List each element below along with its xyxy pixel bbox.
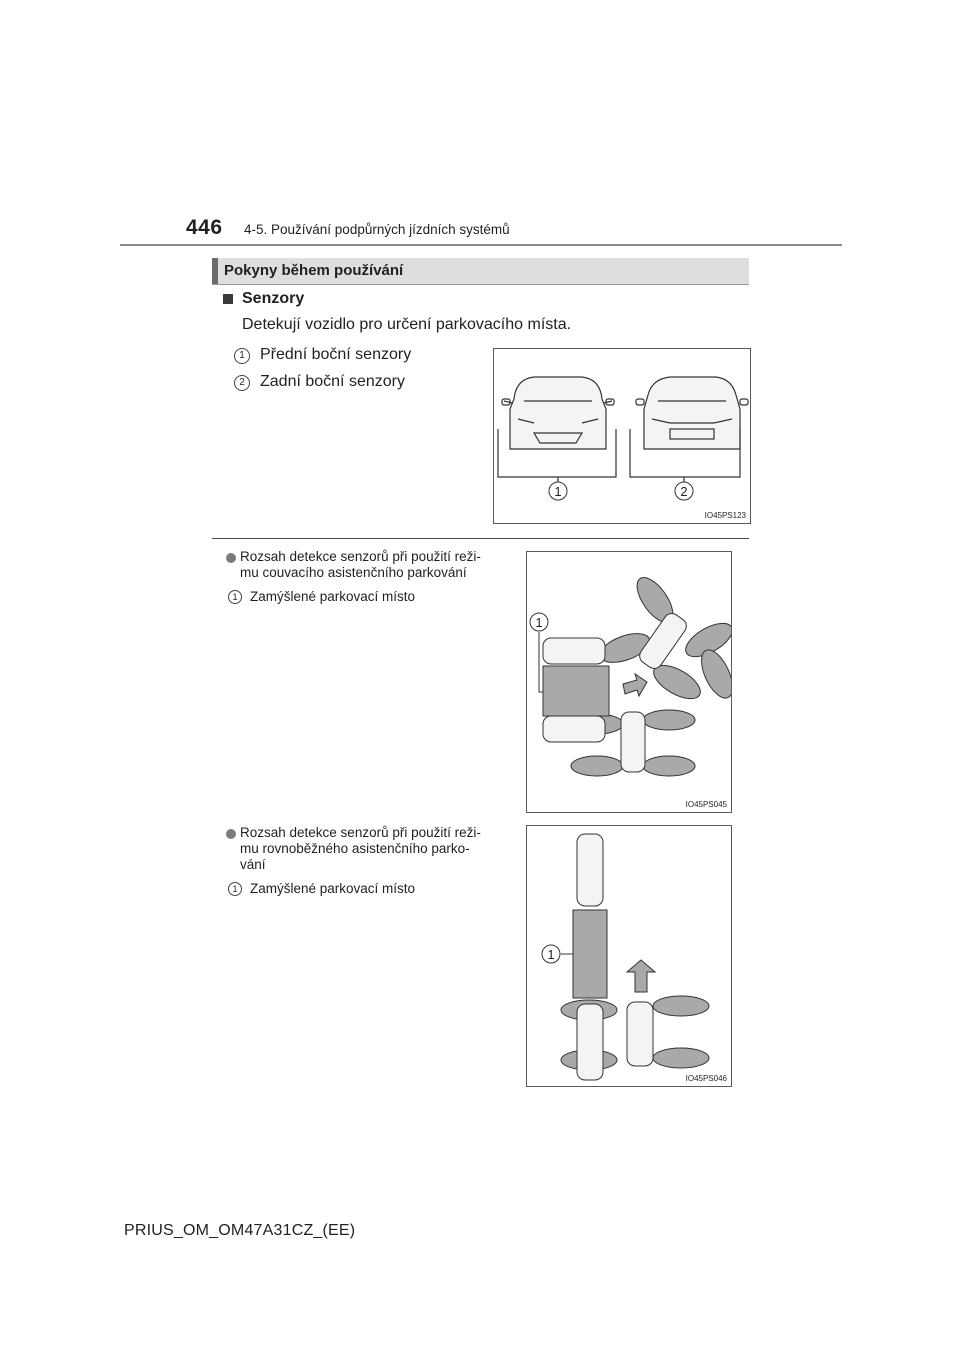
subheading-sensors: Senzory xyxy=(242,290,305,307)
figure-parallel-parking: 1 IO45PS046 xyxy=(526,825,732,1087)
list-item: 1 Zamýšlené parkovací místo xyxy=(228,881,488,899)
parallel-description-line-2: mu rovnoběžného asistenčního parko- xyxy=(240,841,470,856)
parallel-description-line-1: Rozsah detekce senzorů při použití reži- xyxy=(240,825,481,840)
list-item: 2 Zadní boční senzory xyxy=(234,373,474,393)
callout-2: 2 xyxy=(674,481,694,501)
list-item-label: Zamýšlené parkovací místo xyxy=(250,589,416,604)
figure-sensor-locations: 1 2 IO45PS123 xyxy=(493,348,751,524)
page-number: 446 xyxy=(186,216,223,239)
section-accent xyxy=(212,258,218,284)
callout-number: 2 xyxy=(234,375,250,391)
footer-document-code: PRIUS_OM_OM47A31CZ_(EE) xyxy=(124,1222,356,1239)
callout-text: 1 xyxy=(547,947,554,962)
list-item: 1 Zamýšlené parkovací místo xyxy=(228,589,488,607)
sensors-description: Detekují vozidlo pro určení parkovacího … xyxy=(242,316,572,333)
callout-1: 1 xyxy=(548,481,568,501)
reverse-description-line-2: mu couvacího asistenčního parkování xyxy=(240,565,467,580)
round-bullet-icon xyxy=(226,553,236,563)
callout-number: 1 xyxy=(228,590,242,604)
callout-text: 1 xyxy=(554,484,561,499)
reverse-description-line-1: Rozsah detekce senzorů při použití reži- xyxy=(240,549,481,564)
parallel-description-line-3: vání xyxy=(240,857,266,872)
callout-1: 1 xyxy=(541,944,561,964)
figure-code: IO45PS123 xyxy=(704,511,746,520)
list-item: 1 Přední boční senzory xyxy=(234,346,474,366)
callout-text: 1 xyxy=(535,615,542,630)
reverse-parking-diagram: 1 xyxy=(529,577,733,777)
callout-text: 2 xyxy=(680,484,687,499)
section-title-bar: Pokyny během používání xyxy=(212,258,749,285)
callout-1: 1 xyxy=(529,612,549,632)
round-bullet-icon xyxy=(226,829,236,839)
list-item-label: Zamýšlené parkovací místo xyxy=(250,881,416,896)
section-divider xyxy=(212,538,749,539)
car-front-rear-illustration: 1 2 xyxy=(497,376,749,501)
figure-reverse-parking: 1 IO45PS045 xyxy=(526,551,733,813)
parallel-parking-diagram: 1 xyxy=(541,833,710,1081)
list-item-label: Zadní boční senzory xyxy=(260,373,405,390)
header-rule xyxy=(120,244,842,246)
figure-code: IO45PS045 xyxy=(685,800,727,809)
figure-code: IO45PS046 xyxy=(685,1074,727,1083)
list-item-label: Přední boční senzory xyxy=(260,346,412,363)
square-bullet-icon xyxy=(223,294,233,304)
section-title: Pokyny během používání xyxy=(224,262,404,279)
chapter-title: 4-5. Používání podpůrných jízdních systé… xyxy=(244,222,510,237)
callout-number: 1 xyxy=(228,882,242,896)
callout-number: 1 xyxy=(234,348,250,364)
